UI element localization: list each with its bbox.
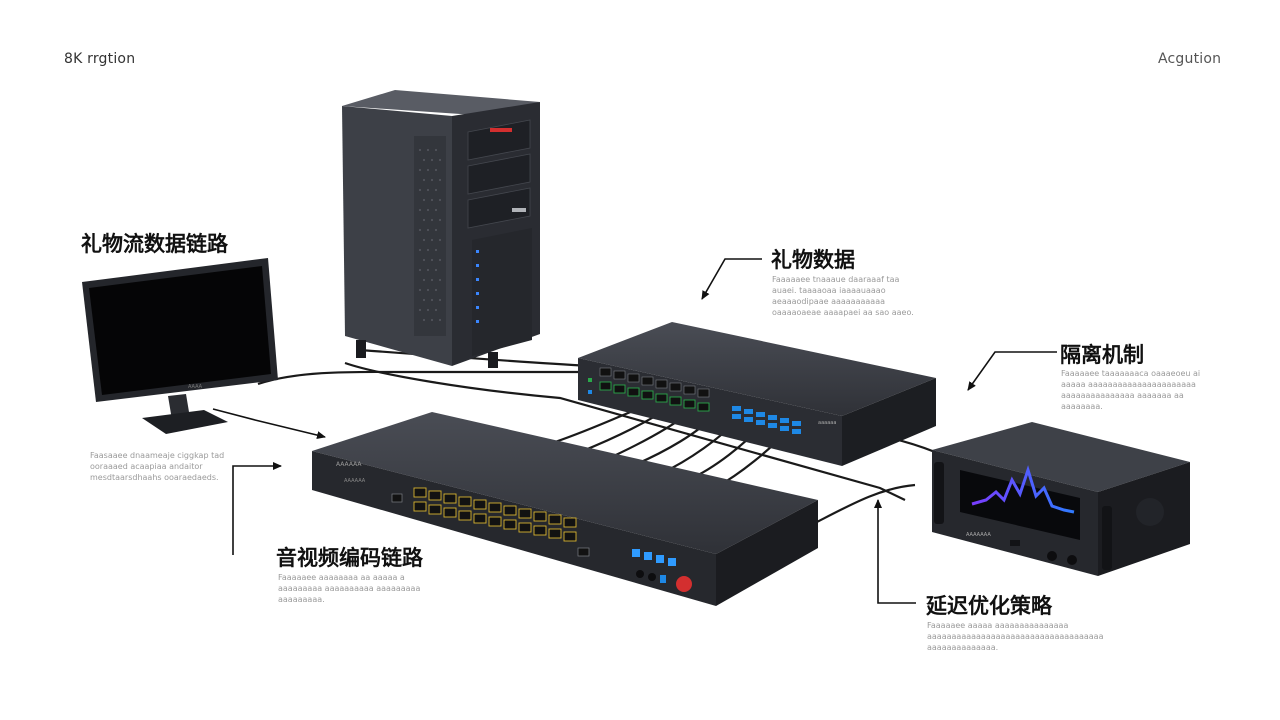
callout-isolation-blurb: Faaaaaee taaaaaaaca oaaaeoeu ai aaaaa aa…: [1061, 369, 1201, 411]
pointer-arrows: [212, 258, 1057, 604]
monitor-brand: AAAA: [188, 384, 203, 390]
callout-latency-optimization-blurb: Faaaaaee aaaaa aaaaaaaaaaaaaaa aaaaaaaaa…: [927, 621, 1104, 652]
monitor: AAAA: [82, 258, 278, 434]
brand-label: 8K rrgtion: [64, 51, 136, 67]
callout-gift-data-blurb: Faaaaaee tnaaaue daaraaaf taa auaei. taa…: [772, 275, 914, 317]
callout-gift-stream-link-title: 礼物流数据链路: [81, 232, 228, 256]
front-switch: AAAAAA AAAAAA: [312, 412, 818, 606]
top-switch: aaaaaa: [578, 322, 936, 466]
rack-unit-brand: AAAAAAA: [966, 532, 991, 538]
callout-latency-optimization-title: 延迟优化策略: [926, 594, 1052, 618]
callout-gift-stream-link-blurb: Faasaaee dnaameaje ciggkap tad ooraaaed …: [90, 451, 225, 482]
callout-gift-data-title: 礼物数据: [771, 248, 855, 272]
front-switch-model: AAAAAA: [344, 478, 366, 484]
rack-unit: AAAAAAA: [932, 422, 1190, 576]
callout-av-encoding-link-title: 音视频编码链路: [276, 546, 423, 570]
corner-label: Acgution: [1158, 51, 1222, 67]
top-switch-brand: aaaaaa: [818, 420, 836, 426]
tower-server: [342, 90, 540, 368]
callout-isolation-title: 隔离机制: [1060, 343, 1144, 367]
audio-waveform: [971, 465, 1075, 514]
power-button-indicator: [676, 576, 692, 592]
front-switch-brand: AAAAAA: [336, 461, 362, 468]
callout-av-encoding-link-blurb: Faaaaaee aaaaaaaa aa aaaaa a aaaaaaaaa a…: [278, 573, 421, 604]
